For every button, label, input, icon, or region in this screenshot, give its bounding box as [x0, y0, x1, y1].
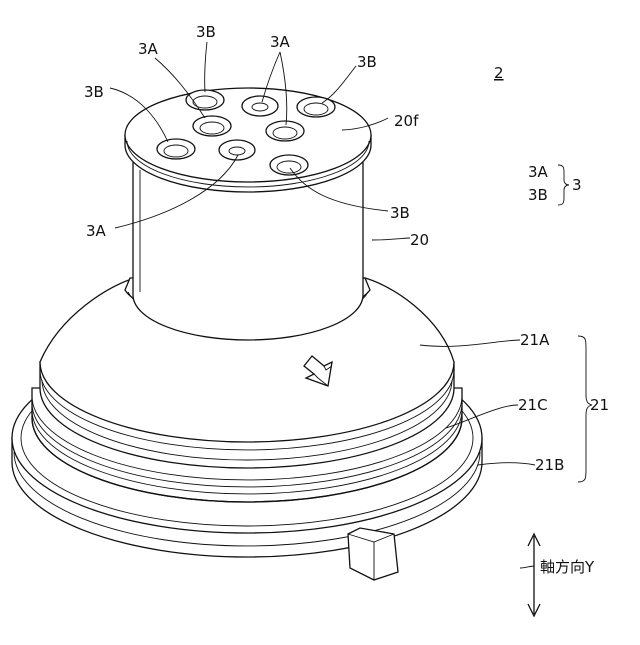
- label-3a-top-right: 3A: [270, 33, 291, 51]
- hole-3a-mid-right: [266, 121, 304, 141]
- label-3b-top-right: 3B: [357, 53, 377, 71]
- label-3b-bottom: 3B: [390, 204, 410, 222]
- hole-3a-top-mid: [242, 96, 278, 116]
- label-21C: 21C: [518, 396, 548, 414]
- brace-3: [558, 165, 569, 205]
- hole-3b-right: [270, 155, 308, 175]
- label-20: 20: [410, 231, 429, 249]
- label-3a-top-left: 3A: [138, 40, 159, 58]
- legend-3: 3: [572, 176, 582, 194]
- label-20f: 20f: [394, 112, 419, 130]
- legend-3b: 3B: [528, 186, 548, 204]
- label-3a-bottom: 3A: [86, 222, 107, 240]
- figure-number: 2: [494, 64, 504, 82]
- label-3b-top: 3B: [196, 23, 216, 41]
- hole-3a-mid-left: [193, 116, 231, 136]
- hole-3b-top-right: [297, 97, 335, 117]
- label-3b-left: 3B: [84, 83, 104, 101]
- label-21A: 21A: [520, 331, 550, 349]
- hole-3b-left: [157, 139, 195, 159]
- hole-3b-top-left: [186, 90, 224, 110]
- legend-3a: 3A: [528, 163, 549, 181]
- label-21: 21: [590, 396, 609, 414]
- label-21B: 21B: [535, 456, 564, 474]
- flange-tab: [348, 528, 398, 580]
- axis-label: 軸方向Y: [540, 558, 595, 576]
- axis-y-double-arrow-icon: [528, 534, 540, 616]
